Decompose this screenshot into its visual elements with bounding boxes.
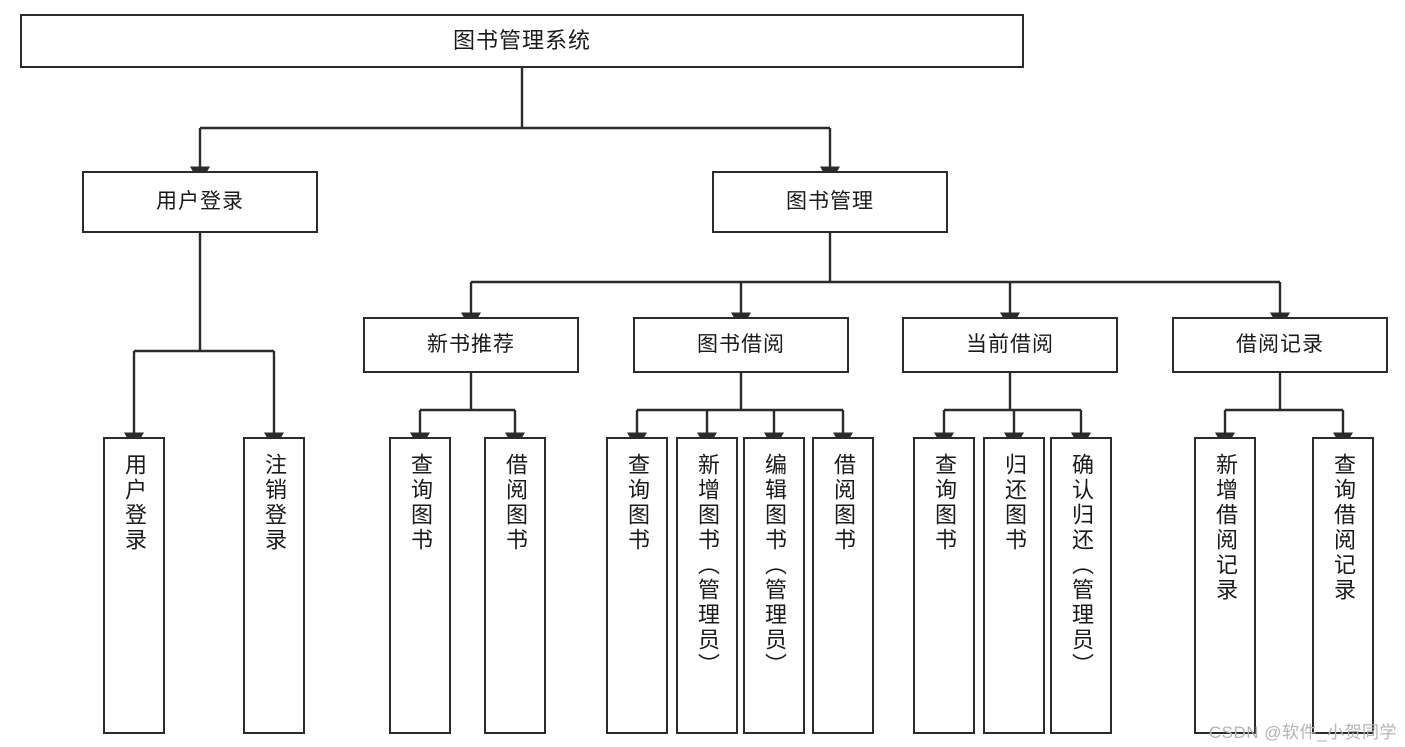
node-leaf-borrow-book-br[interactable]: 借阅图书 [812,437,874,734]
node-leaf-query-book-rec-label: 查询图书 [408,453,433,553]
node-leaf-user-login[interactable]: 用户登录 [103,437,165,734]
node-book-manage[interactable]: 图书管理 [712,171,948,233]
node-leaf-add-book-label: 新增图书（管理员） [695,453,720,678]
node-leaf-query-book-br[interactable]: 查询图书 [606,437,668,734]
node-leaf-query-record-label: 查询借阅记录 [1331,453,1356,603]
node-root-system[interactable]: 图书管理系统 [20,14,1024,68]
node-leaf-query-record[interactable]: 查询借阅记录 [1312,437,1374,734]
node-root-system-label: 图书管理系统 [452,28,591,54]
node-leaf-add-record-label: 新增借阅记录 [1213,453,1238,603]
node-book-manage-label: 图书管理 [786,189,874,213]
node-leaf-edit-book-label: 编辑图书（管理员） [762,453,787,678]
node-leaf-edit-book[interactable]: 编辑图书（管理员） [743,437,805,734]
node-leaf-borrow-book-br-label: 借阅图书 [831,453,856,553]
node-new-book-rec-label: 新书推荐 [427,332,515,356]
node-leaf-confirm-return[interactable]: 确认归还（管理员） [1050,437,1112,734]
node-current-borrow-label: 当前借阅 [966,332,1054,356]
node-borrow-record-label: 借阅记录 [1236,332,1324,356]
node-leaf-add-book[interactable]: 新增图书（管理员） [676,437,738,734]
node-borrow-record[interactable]: 借阅记录 [1172,317,1388,373]
node-leaf-add-record[interactable]: 新增借阅记录 [1194,437,1256,734]
node-leaf-return-book[interactable]: 归还图书 [983,437,1045,734]
node-leaf-query-book-cb[interactable]: 查询图书 [913,437,975,734]
node-user-login-label: 用户登录 [156,189,244,213]
node-leaf-logout[interactable]: 注销登录 [243,437,305,734]
node-leaf-borrow-book-rec-label: 借阅图书 [503,453,528,553]
node-book-borrow-label: 图书借阅 [697,332,785,356]
node-leaf-query-book-cb-label: 查询图书 [932,453,957,553]
node-book-borrow[interactable]: 图书借阅 [633,317,849,373]
node-leaf-query-book-rec[interactable]: 查询图书 [389,437,451,734]
node-leaf-query-book-br-label: 查询图书 [625,453,650,553]
node-current-borrow[interactable]: 当前借阅 [902,317,1118,373]
node-user-login[interactable]: 用户登录 [82,171,318,233]
node-leaf-return-book-label: 归还图书 [1002,453,1027,553]
node-leaf-logout-label: 注销登录 [262,453,287,553]
node-leaf-borrow-book-rec[interactable]: 借阅图书 [484,437,546,734]
csdn-watermark: CSDN @软件_小贺同学 [1208,723,1397,742]
node-new-book-rec[interactable]: 新书推荐 [363,317,579,373]
node-leaf-user-login-label: 用户登录 [122,453,147,553]
node-leaf-confirm-return-label: 确认归还（管理员） [1069,453,1094,678]
